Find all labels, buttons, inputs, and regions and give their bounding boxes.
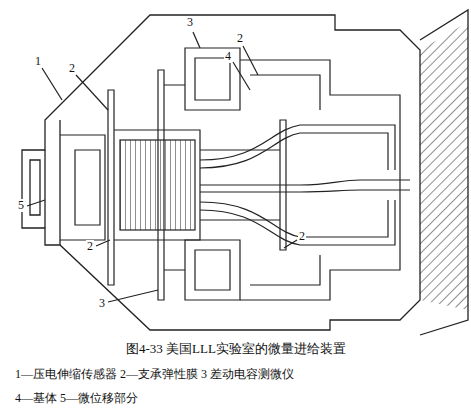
callout-number: 4 <box>224 50 232 63</box>
inner-parts <box>27 32 410 302</box>
base-hatching <box>420 22 468 310</box>
callout-number: 2 <box>298 230 306 243</box>
piezo-stack <box>120 140 195 230</box>
figure-caption: 图4-33 美国LLL实验室的微量进给装置 <box>125 342 347 356</box>
callout-number: 1 <box>34 55 42 68</box>
callout-number: 5 <box>17 199 25 212</box>
callout-number: 2 <box>236 32 244 45</box>
callout-number: 2 <box>86 240 94 253</box>
legend-text: 4—基体 5—微位移部分 <box>14 392 139 405</box>
housing <box>22 10 468 335</box>
legend-text: 1—压电伸缩传感器 2—支承弹性膜 3 差动电容测微仪 <box>14 368 295 381</box>
callout-number: 3 <box>98 297 106 310</box>
callout-number: 2 <box>68 62 76 75</box>
callout-number: 3 <box>186 16 194 29</box>
